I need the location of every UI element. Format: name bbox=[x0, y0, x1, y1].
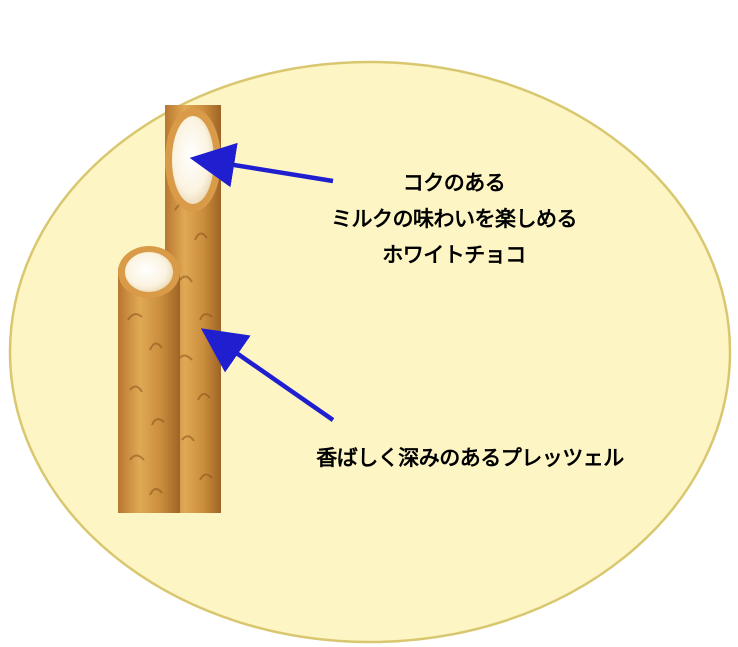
pretzel-arrow bbox=[200, 328, 335, 422]
chocolate-callout-line3: ホワイトチョコ bbox=[382, 243, 526, 267]
pretzel-callout: 香ばしく深みのあるプレッツェル bbox=[316, 446, 624, 470]
pretzel-stick-short bbox=[118, 246, 180, 513]
chocolate-callout-line2: ミルクの味わいを楽しめる bbox=[331, 207, 577, 231]
chocolate-callout: コクのある ミルクの味わいを楽しめる ホワイトチョコ bbox=[331, 171, 578, 267]
chocolate-arrow bbox=[189, 142, 334, 188]
chocolate-callout-line1: コクのある bbox=[403, 171, 506, 195]
